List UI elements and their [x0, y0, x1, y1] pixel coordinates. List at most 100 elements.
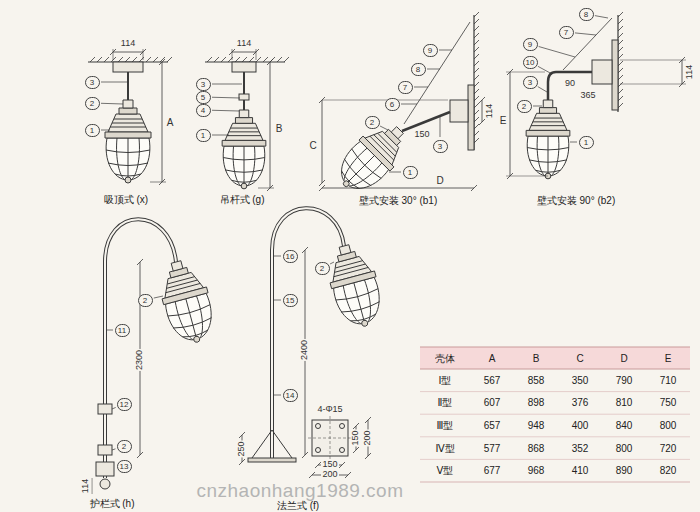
lamp-cage: [341, 302, 380, 315]
dimension-label: 365: [579, 91, 596, 101]
bent-pole-inner: [105, 219, 176, 478]
table-cell: 750: [660, 397, 677, 408]
table-cell: 898: [528, 397, 545, 408]
lamp-cap: [125, 177, 131, 183]
table-cell: 350: [572, 375, 589, 386]
dimension-line: [322, 188, 474, 189]
wall-hatch: [618, 47, 623, 52]
wall-hatch: [474, 40, 479, 45]
table-cell: 948: [528, 420, 545, 431]
dimension-tick: [679, 81, 685, 87]
lamp-cage: [132, 138, 139, 179]
ceiling-hatch: [207, 57, 212, 62]
wall-hatch: [474, 26, 479, 31]
lamp-cage: [537, 136, 544, 175]
leader-line: [575, 33, 596, 35]
leader-line: [401, 104, 417, 105]
extension-line: [150, 182, 166, 183]
view-caption: 吸顶式 (x): [104, 194, 148, 205]
ceiling-hatch: [97, 57, 102, 62]
lamp-cage: [343, 284, 361, 326]
leader-line: [439, 50, 452, 51]
callout-number: 9: [523, 38, 538, 51]
lamp-cage: [186, 299, 197, 340]
table-cell: Ⅲ型: [437, 420, 454, 431]
table-cell: E: [665, 353, 672, 364]
callout-number: 7: [559, 26, 574, 39]
ceiling-hatch: [256, 57, 261, 62]
lamp-nut: [119, 108, 137, 114]
lamp-cage: [529, 160, 567, 162]
wall-hatch: [618, 54, 623, 59]
callout-number: 7: [398, 81, 413, 94]
leader-line: [154, 296, 163, 298]
table-cell: 607: [484, 397, 501, 408]
wall-arm: [402, 112, 450, 131]
leader-line: [389, 172, 401, 173]
table-rule: [420, 482, 690, 483]
dimension-label: 90: [564, 79, 576, 89]
lamp-fin: [227, 135, 261, 136]
table-cell: 790: [616, 375, 633, 386]
junction-box: [592, 60, 612, 84]
lamp-cage: [552, 136, 559, 175]
ceiling-hatch: [111, 57, 116, 62]
table-cell: 810: [616, 397, 633, 408]
dimension-label: 150: [351, 429, 361, 446]
table-cell: Ⅳ型: [435, 443, 454, 454]
extension-line: [113, 49, 114, 60]
flange-stay: [252, 430, 272, 458]
leader-line: [112, 407, 116, 409]
dimension-letter: A: [166, 117, 175, 128]
table-rule: [420, 414, 690, 415]
table-rule: [420, 436, 690, 437]
table-cell: 800: [616, 443, 633, 454]
leader-line: [539, 46, 575, 57]
lamp-cage: [173, 318, 212, 331]
wall-hatch: [618, 75, 623, 80]
dimension-label: 2300: [135, 349, 145, 371]
callout-number: 3: [523, 76, 538, 89]
wall-hatch: [474, 124, 479, 129]
table-cell: A: [489, 353, 496, 364]
callout-number: 14: [283, 389, 298, 402]
wall-hatch: [474, 61, 479, 66]
lamp-cage: [343, 159, 372, 188]
wall-plate: [612, 40, 618, 110]
wall-hatch: [474, 68, 479, 73]
dimension-tick: [110, 49, 116, 55]
lamp-fixture: [322, 240, 388, 332]
leader-line: [212, 110, 239, 112]
dimension-line: [162, 62, 163, 182]
lamp-cage: [117, 138, 124, 179]
leader-line: [380, 126, 388, 130]
dimension-tick: [253, 49, 259, 55]
dimension-label: 114: [236, 39, 252, 49]
wall-hatch: [618, 89, 623, 94]
dimension-tick: [315, 462, 321, 468]
view-caption: 法兰式 (f): [277, 500, 319, 511]
table-cell: 868: [528, 443, 545, 454]
leader-line: [533, 106, 542, 107]
lamp-neck: [123, 100, 133, 108]
lamp-fin: [334, 264, 365, 272]
extension-line: [506, 72, 545, 73]
lamp-cage: [336, 289, 379, 303]
dimension-letter: E: [499, 115, 508, 126]
lamp-neck: [171, 261, 183, 271]
callout-number: 2: [117, 440, 132, 453]
wall-hatch: [618, 40, 623, 45]
junction-box: [450, 100, 468, 122]
ceiling-hatch: [277, 57, 282, 62]
lamp-cage: [225, 170, 263, 172]
view-caption: 壁式安装 30° (b1): [359, 195, 437, 206]
lamp-cage: [248, 146, 255, 185]
table-cell: 352: [572, 443, 589, 454]
ceiling-hatch: [284, 57, 289, 62]
lamp-cap: [241, 183, 247, 189]
wall-hatch: [474, 19, 479, 24]
flange-stay: [272, 430, 292, 458]
callout-number: 3: [433, 140, 448, 153]
callout-number: 1: [403, 166, 418, 179]
